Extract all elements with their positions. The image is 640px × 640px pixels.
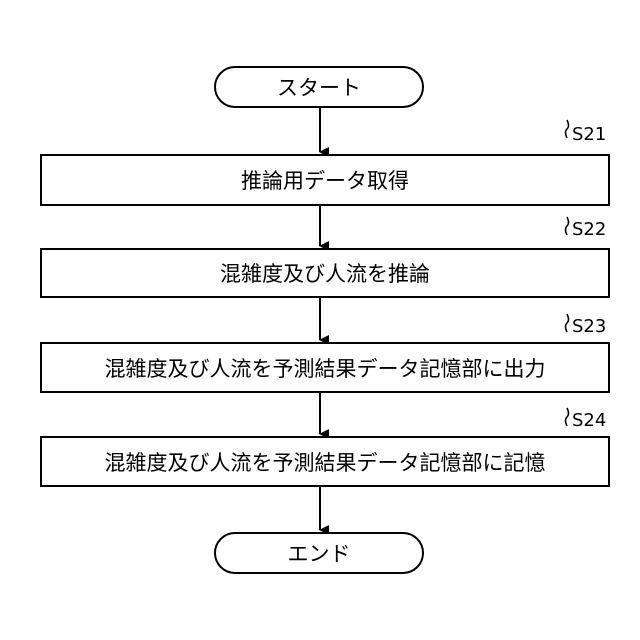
process-box-s23: 混雑度及び人流を予測結果データ記憶部に出力	[40, 342, 610, 393]
process-text-s22: 混雑度及び人流を推論	[220, 258, 430, 288]
process-box-s22: 混雑度及び人流を推論	[40, 248, 610, 298]
process-text-s21: 推論用データ取得	[241, 165, 409, 195]
process-box-s24: 混雑度及び人流を予測結果データ記憶部に記憶	[40, 436, 610, 487]
process-text-s24: 混雑度及び人流を予測結果データ記憶部に記憶	[105, 447, 546, 477]
step-id-s21: S21	[572, 124, 606, 145]
start-terminal: スタート	[214, 66, 424, 108]
step-leader-s22	[566, 217, 569, 235]
process-text-s23: 混雑度及び人流を予測結果データ記憶部に出力	[105, 353, 546, 383]
step-leader-s23	[566, 314, 569, 332]
step-leader-s24	[566, 408, 569, 426]
end-terminal: エンド	[214, 532, 424, 574]
end-label: エンド	[288, 538, 351, 568]
step-leader-s21	[566, 120, 569, 138]
process-box-s21: 推論用データ取得	[40, 154, 610, 206]
step-id-s23: S23	[572, 316, 606, 337]
start-label: スタート	[277, 72, 361, 102]
step-id-s22: S22	[572, 219, 606, 240]
step-id-s24: S24	[572, 410, 606, 431]
